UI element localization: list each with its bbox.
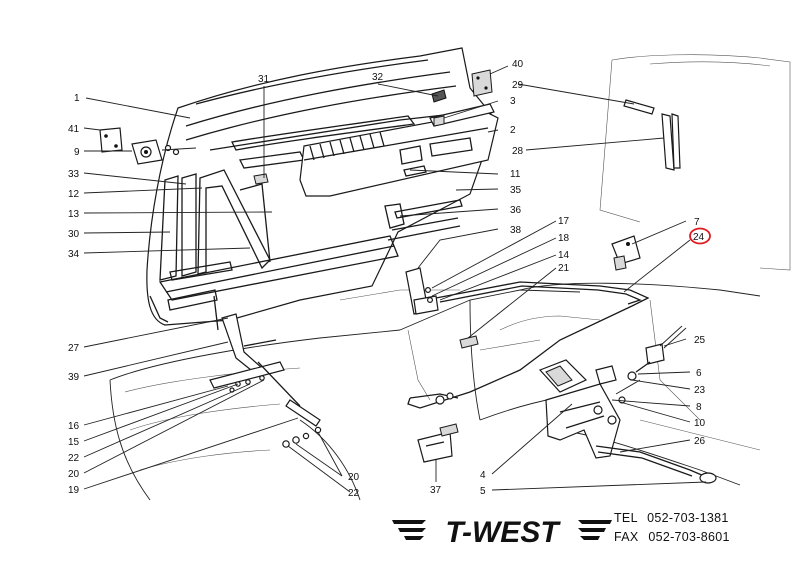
callout-12: 12 [68, 189, 80, 200]
callout-29: 29 [512, 80, 524, 91]
clip-21 [459, 335, 479, 349]
brand-logo: T-WEST [392, 516, 612, 549]
callout-8: 8 [696, 402, 702, 413]
callout-labels: 1 41 9 33 12 13 30 34 27 39 16 15 22 20 … [68, 59, 706, 499]
rear-grille-panel [299, 111, 499, 197]
callout-22-left: 22 [68, 453, 80, 464]
hinge-9 [131, 139, 197, 165]
leader-lines [83, 65, 707, 493]
callout-18: 18 [558, 233, 570, 244]
callout-24[interactable]: 24 [693, 232, 705, 243]
bracket-37 [417, 423, 459, 463]
callout-10: 10 [694, 418, 706, 429]
hood-stay [405, 267, 439, 315]
hinge-arm [209, 313, 321, 427]
callout-33: 33 [68, 169, 80, 180]
callout-7: 7 [694, 217, 700, 228]
release-cable [407, 281, 650, 409]
callout-15: 15 [68, 437, 80, 448]
callout-19: 19 [68, 485, 80, 496]
callout-23: 23 [694, 385, 706, 396]
callout-20-right: 20 [348, 472, 360, 483]
callout-4: 4 [480, 470, 486, 481]
upper-bar [429, 103, 495, 127]
callout-9: 9 [74, 147, 80, 158]
highlight-ring [689, 227, 711, 245]
plate-40 [471, 69, 493, 97]
callout-3: 3 [510, 96, 516, 107]
callout-26: 26 [694, 436, 706, 447]
callout-40: 40 [512, 59, 524, 70]
callout-31: 31 [258, 74, 270, 85]
callout-34: 34 [68, 249, 80, 260]
release-cable-26 [595, 445, 717, 484]
callout-37: 37 [430, 485, 442, 496]
callout-5: 5 [480, 486, 486, 497]
callout-20-left: 20 [68, 469, 80, 480]
callout-39: 39 [68, 372, 80, 383]
callout-2: 2 [510, 125, 516, 136]
callout-38: 38 [510, 225, 522, 236]
callout-21: 21 [558, 263, 570, 274]
washers [282, 426, 322, 448]
fax-number: 052-703-8601 [648, 530, 730, 544]
callout-17: 17 [558, 216, 570, 227]
gas-spring-25 [627, 325, 687, 381]
callout-16: 16 [68, 421, 80, 432]
callout-27: 27 [68, 343, 80, 354]
callout-30: 30 [68, 229, 80, 240]
callout-25: 25 [694, 335, 706, 346]
latch-bracket-7 [611, 235, 641, 271]
callout-41: 41 [68, 124, 80, 135]
plate-41 [99, 127, 123, 153]
fax-label: FAX [614, 530, 639, 544]
callout-6: 6 [696, 368, 702, 379]
clip-31 [253, 173, 269, 185]
tel-line: TEL 052-703-1381 [614, 511, 729, 525]
callout-1: 1 [74, 93, 80, 104]
tel-label: TEL [614, 511, 638, 525]
callout-28: 28 [512, 146, 524, 157]
callout-35: 35 [510, 185, 522, 196]
latch-assembly [538, 359, 641, 459]
fax-line: FAX 052-703-8601 [614, 530, 730, 544]
car-body-outline [109, 54, 791, 501]
bracket-32 [431, 89, 447, 103]
callout-14: 14 [558, 250, 570, 261]
callout-13: 13 [68, 209, 80, 220]
tel-number: 052-703-1381 [647, 511, 729, 525]
callout-32: 32 [372, 72, 384, 83]
seal-28-29 [623, 99, 681, 171]
brand-name: T-WEST [445, 516, 561, 549]
callout-36: 36 [510, 205, 522, 216]
callout-11: 11 [510, 169, 521, 180]
callout-22-right: 22 [348, 488, 360, 499]
